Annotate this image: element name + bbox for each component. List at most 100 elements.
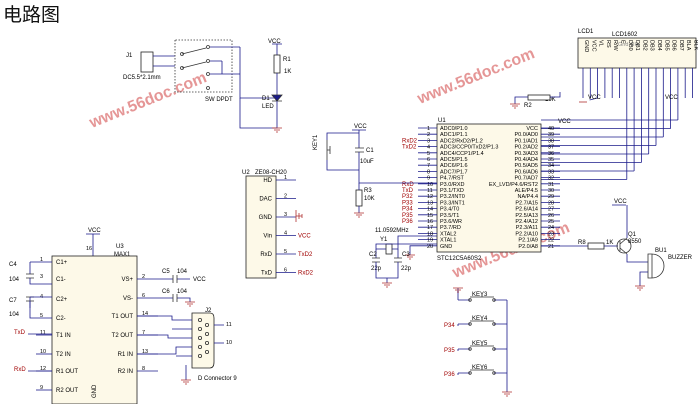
- mcu-body: [436, 123, 542, 253]
- mcu-net-label: RxD2: [402, 138, 418, 144]
- max-left-pin-num: 10: [40, 349, 46, 355]
- max-left-pin: C1-: [56, 277, 66, 283]
- mcu-left-pin: ADC6/P1.6: [440, 163, 468, 169]
- max-right-pin: T1 OUT: [112, 314, 134, 320]
- mcu-left-pin-num: 11: [427, 188, 433, 194]
- mcu-right-pin-num: 24: [548, 225, 554, 231]
- max-right-pin-num: 14: [142, 311, 148, 317]
- max-right-pin-num: 8: [142, 366, 145, 372]
- max-txd: TxD: [14, 330, 26, 336]
- mcu-right-pin-num: 21: [548, 244, 554, 250]
- dc-jack-ref: J1: [126, 53, 133, 59]
- mcu-right-pin-num: 37: [548, 145, 554, 151]
- c6-ref: C6: [162, 289, 170, 295]
- mcu-right-pin-num: 25: [548, 219, 554, 225]
- lcd-pin-label: DB1: [634, 40, 640, 51]
- q1-type: 8550: [628, 239, 642, 245]
- lcd-pin-label: VCC: [590, 40, 596, 52]
- lcd-pin-label: BLA: [685, 40, 691, 51]
- mcu-left-pin: XTAL1: [440, 238, 456, 244]
- r1-ref: R1: [283, 57, 291, 63]
- max-right-pin: R1 IN: [118, 352, 133, 358]
- max-gnd: GND: [92, 384, 98, 398]
- key-ref: KEY6: [472, 365, 488, 371]
- mcu-left-pin: ADC1/P1.1: [440, 132, 468, 138]
- mcu-right-pin: ALE/P4.5: [515, 188, 538, 194]
- lcd-pin-label: GND: [583, 40, 589, 52]
- mcu-right-pin: P2.0/A8: [518, 244, 538, 250]
- mcu-left-pin: P3.6/WR: [440, 219, 462, 225]
- buzzer-name: BUZZER: [668, 255, 693, 261]
- dc-jack: [140, 51, 154, 73]
- led-label: LED: [262, 104, 274, 110]
- zigbee-pin: DAC: [259, 197, 272, 203]
- mcu-right-pin-num: 23: [548, 231, 554, 237]
- zigbee-pin-num: 1: [284, 175, 287, 181]
- mcu-net-label: P35: [402, 213, 413, 219]
- db9-connector: J2 11 10 D Connector 9: [137, 308, 237, 385]
- zigbee-pin-num: 3: [284, 212, 287, 218]
- c5-value: 104: [177, 269, 188, 275]
- vcc-label: VCC: [268, 39, 281, 45]
- page-title: 电路图: [3, 4, 61, 26]
- max-left-pin-num: 3: [40, 274, 43, 280]
- lcd-body: [577, 37, 697, 69]
- zigbee-net: RxD2: [298, 271, 314, 277]
- mcu-left-pin-num: 3: [427, 138, 430, 144]
- max-vcc: VCC: [88, 228, 101, 234]
- mcu-right-pin-num: 33: [548, 169, 554, 175]
- lcd-pin-label: DB6: [671, 40, 677, 51]
- mcu-left-pin-num: 20: [427, 244, 433, 250]
- lcd-pin-label: VL: [598, 40, 604, 47]
- mcu-net-label: P36: [402, 219, 413, 225]
- mcu-left-pin: P3.7/RD: [440, 225, 461, 231]
- zigbee-net: VCC: [298, 234, 311, 240]
- reset-key: KEY1: [313, 134, 319, 150]
- db9-pin10: 10: [226, 340, 232, 346]
- watermark: www.56doc.com: [414, 45, 537, 108]
- mcu-left-pin: P3.2/INT0: [440, 194, 465, 200]
- lcd-name: LCD1602: [612, 32, 638, 38]
- c1-value: 10uF: [360, 159, 374, 165]
- mcu-right-pin: P0.2/AD2: [514, 145, 538, 151]
- max-left-pin: C2-: [56, 316, 66, 322]
- mcu-right-pin: NA/P4.4: [518, 194, 538, 200]
- mcu-right-pin-num: 34: [548, 163, 554, 169]
- mcu-left-pin-num: 7: [427, 163, 430, 169]
- max-left-pin: C2+: [56, 297, 68, 303]
- mcu-left-pin-num: 16: [427, 219, 433, 225]
- max-right-pin: VS-: [123, 296, 133, 302]
- mcu-left-pin-num: 18: [427, 231, 433, 237]
- mcu-left-pin-num: 6: [427, 157, 430, 163]
- mcu-left-pin-num: 14: [427, 207, 433, 213]
- mcu-right-pin: P2.4/A12: [515, 219, 538, 225]
- mcu-left-pin: ADC3/CCP0/TxD2/P1.3: [440, 145, 498, 151]
- lcd-vcc-2: VCC: [588, 95, 601, 101]
- key-net: P35: [444, 348, 455, 354]
- mcu-left-pin: P3.0/RXD: [440, 182, 464, 188]
- mcu-left-pin: P4.7/RST: [440, 176, 464, 182]
- dc-jack-label: DC5.5*2.1mm: [123, 75, 161, 81]
- mcu-left-pin-num: 9: [427, 176, 430, 182]
- zigbee-pin-num: 2: [284, 194, 287, 200]
- mcu-right-pin-num: 26: [548, 213, 554, 219]
- max-right-pin: VS+: [121, 277, 133, 283]
- switch-label: SW DPDT: [205, 97, 233, 103]
- lcd-pin-label: DB7: [678, 40, 684, 51]
- max-left-pin: C1+: [56, 260, 68, 266]
- zigbee-pin-num: 4: [284, 231, 287, 237]
- zigbee-name: ZE08-CH20: [255, 170, 287, 176]
- zigbee-pin: TxD: [261, 271, 273, 277]
- mcu-right-pin: VCC: [526, 126, 538, 132]
- mcu-left-pin-num: 17: [427, 225, 433, 231]
- lcd-pin-label: DB0: [627, 40, 633, 51]
- mcu-left-pin-num: 13: [427, 200, 433, 206]
- max232: VCC 16 U3 MAX1 GND C1+1C1-3C2+4C2-5T1 IN…: [9, 228, 206, 404]
- lcd-pin-label: DB3: [649, 40, 655, 51]
- mcu-right-pin: P2.1/A9: [518, 238, 538, 244]
- mcu-left-pin: ADC2/RxD2/P1.2: [440, 138, 483, 144]
- key-ref: KEY3: [472, 292, 488, 298]
